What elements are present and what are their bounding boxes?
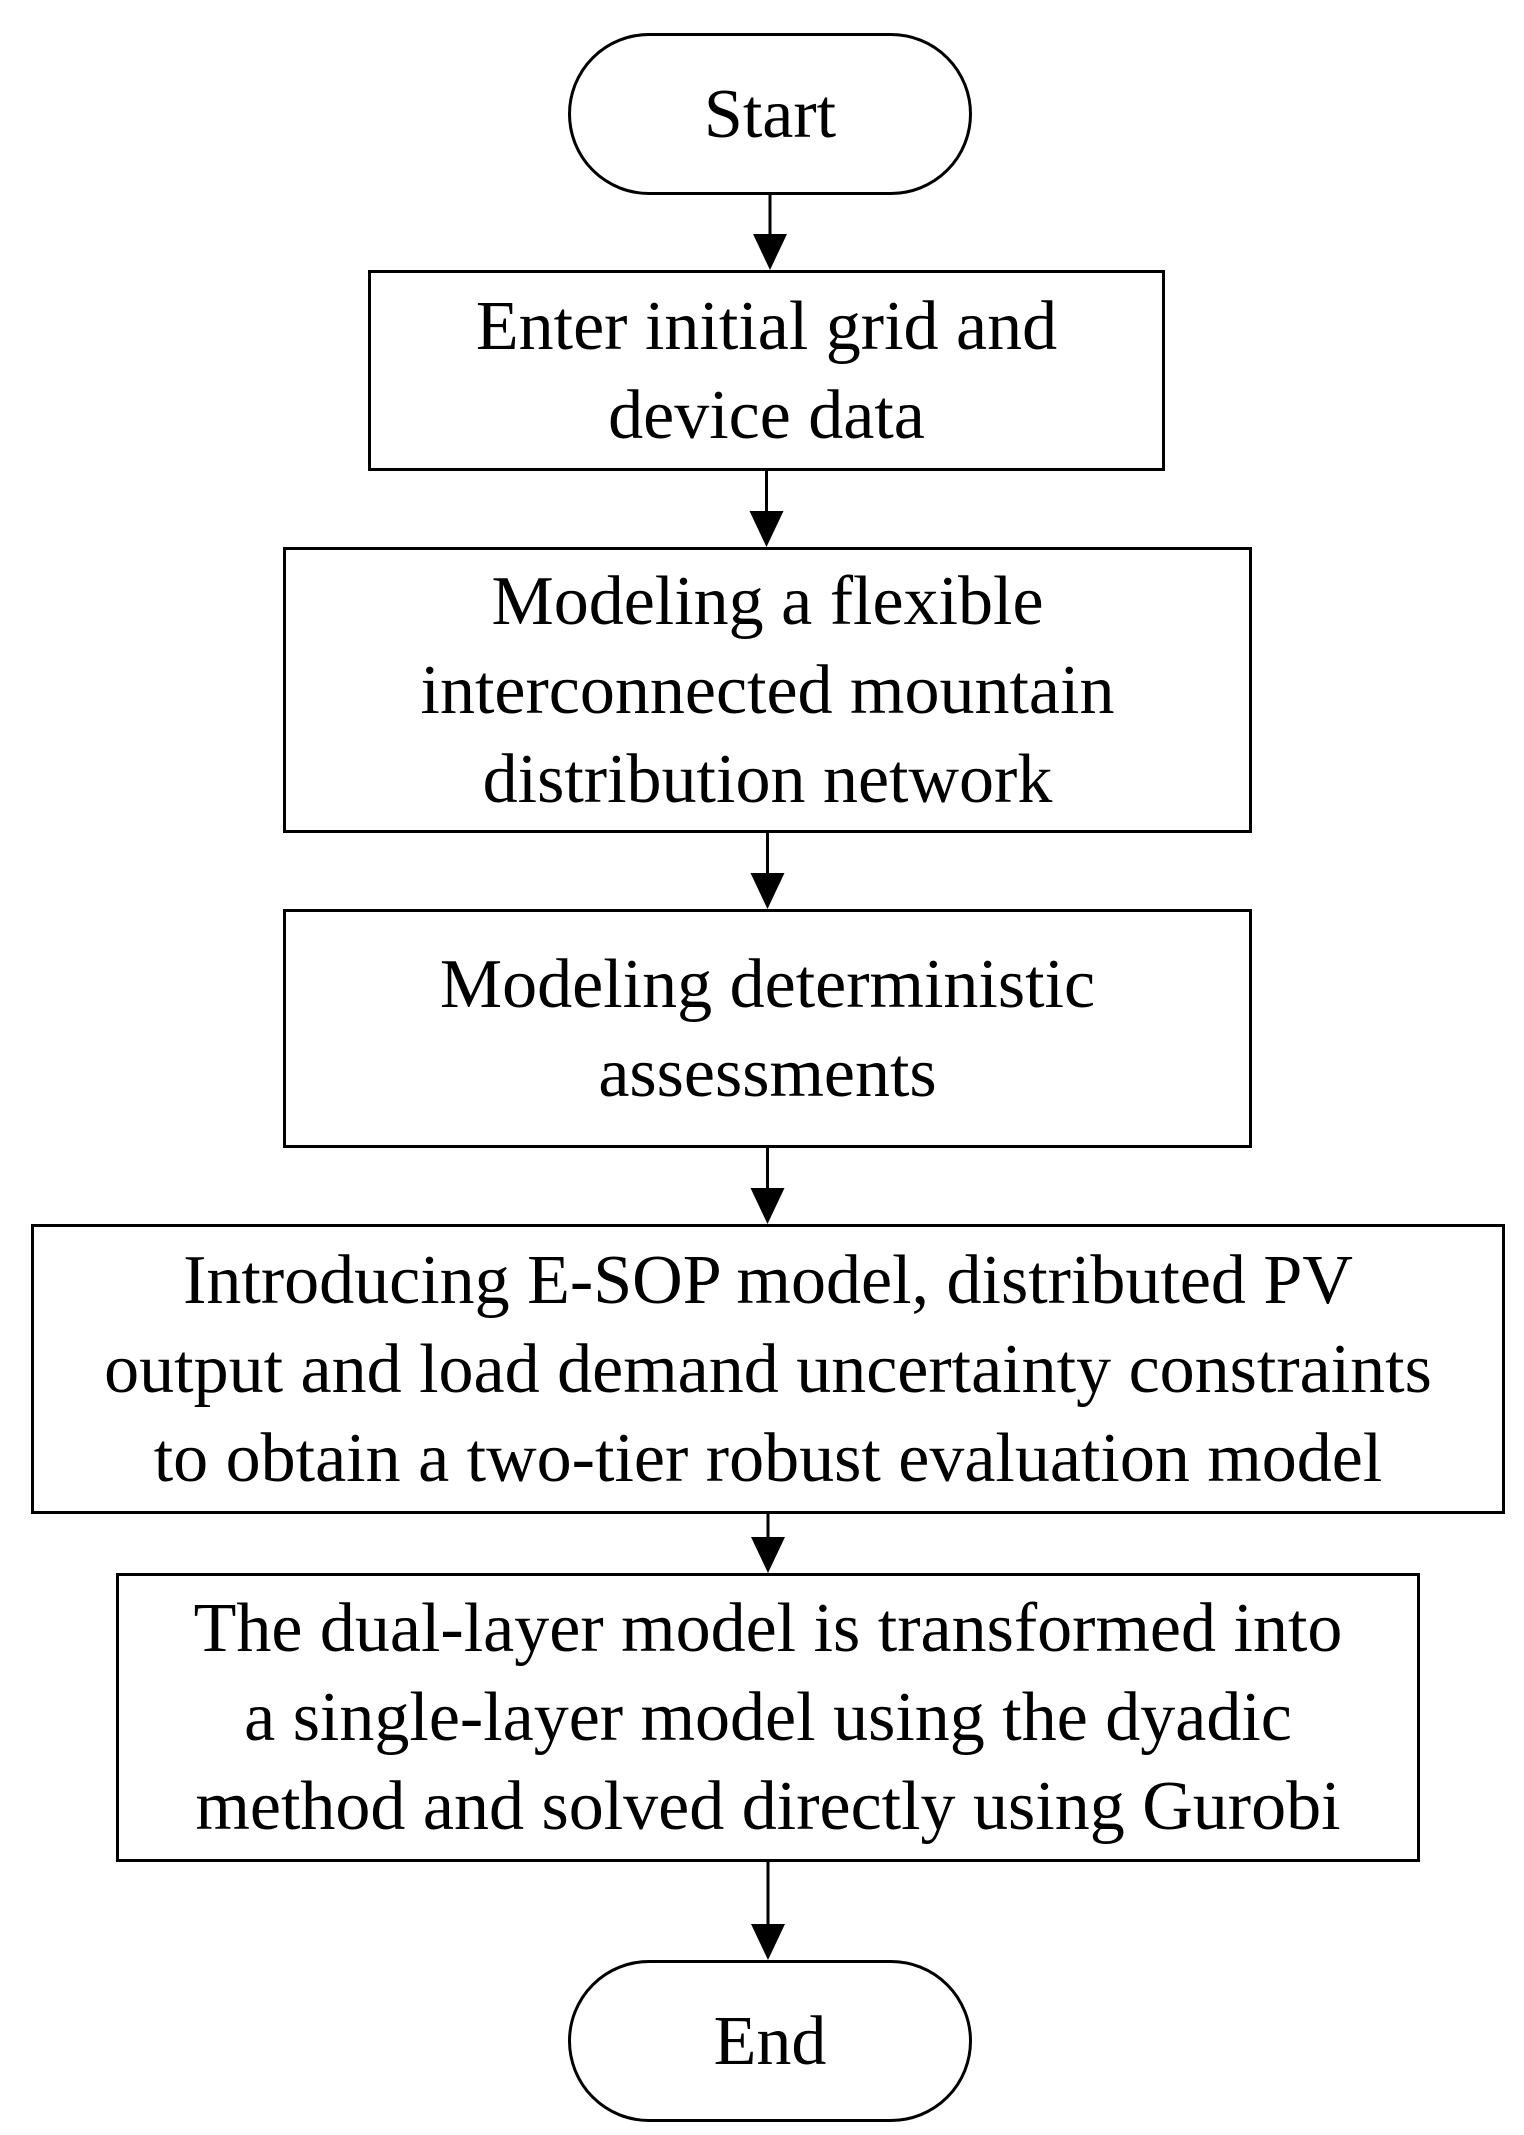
node-text-line: assessments — [598, 1034, 937, 1112]
arrow-head — [749, 511, 784, 547]
solve-step: The dual-layer model is transformed into… — [116, 1573, 1420, 1862]
deterministic-assessment-step: Modeling deterministic assessments — [283, 909, 1252, 1148]
arrow-start-to-input — [753, 195, 787, 270]
start-terminal: Start — [568, 33, 972, 195]
robust-model-step: Introducing E-SOP model, distributed PV … — [31, 1224, 1505, 1514]
node-text-line: distribution network — [482, 740, 1053, 818]
node-text-line: Start — [703, 75, 837, 153]
node-text-line: interconnected mountain — [420, 651, 1115, 729]
arrow-head — [751, 1924, 785, 1960]
node-text-line: Introducing E-SOP model, distributed PV — [183, 1241, 1353, 1319]
input-data-step: Enter initial grid and device data — [368, 270, 1165, 471]
arrow-head — [750, 873, 785, 909]
node-text-line: a single-layer model using the dyadic — [244, 1679, 1292, 1756]
node-text-line: The dual-layer model is transformed into — [193, 1590, 1343, 1667]
network-modeling-step: Modeling a flexible interconnected mount… — [283, 547, 1252, 833]
arrow-head — [751, 1537, 785, 1573]
node-text-line: End — [713, 2002, 827, 2080]
node-text-line: Modeling a flexible — [491, 562, 1044, 640]
arrow-input-to-network-model — [749, 471, 784, 547]
node-text-line: method and solved directly using Gurobi — [195, 1768, 1341, 1845]
node-text-line: output and load demand uncertainty const… — [104, 1330, 1432, 1408]
end-terminal: End — [568, 1960, 972, 2122]
node-text-line: to obtain a two-tier robust evaluation m… — [153, 1419, 1383, 1497]
arrow-head — [750, 1188, 785, 1224]
node-text-line: Enter initial grid and — [475, 287, 1058, 365]
arrow-deterministic-to-robust-model — [750, 1148, 785, 1224]
arrow-head — [753, 234, 787, 270]
arrow-network-model-to-deterministic — [750, 833, 785, 909]
arrow-robust-model-to-solve — [751, 1514, 785, 1573]
arrow-solve-to-end — [751, 1862, 785, 1960]
node-text-line: device data — [608, 376, 925, 454]
node-text-line: Modeling deterministic — [439, 945, 1096, 1023]
